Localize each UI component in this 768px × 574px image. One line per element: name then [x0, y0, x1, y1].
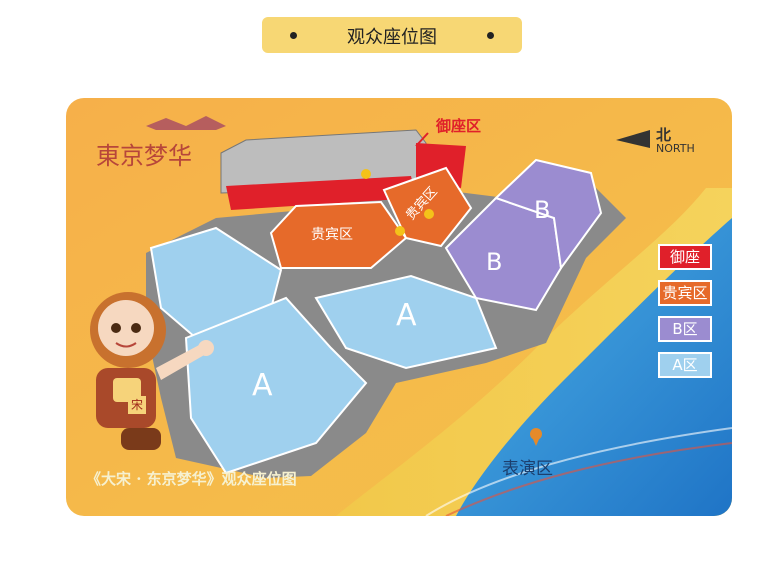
map-caption: 《大宋 · 东京梦华》观众座位图 — [86, 470, 297, 488]
vip-section-left — [269, 200, 408, 269]
stage-pin-icon — [530, 428, 542, 446]
b-lower-label: B — [486, 248, 503, 276]
vip-left-label: 贵宾区 — [311, 227, 353, 243]
bullet-dot-left — [290, 32, 297, 39]
b-section-upper — [494, 158, 603, 271]
royal-box-seats — [226, 176, 416, 210]
royal-callout-line — [415, 132, 429, 147]
seat-pin-icon — [361, 169, 434, 236]
mascot-badge: 宋 — [128, 396, 146, 414]
a-section-left — [184, 296, 368, 475]
mascot-illustration — [90, 292, 214, 450]
map-illustration — [66, 98, 732, 516]
a-left-label: A — [252, 368, 273, 403]
page-title: 观众座位图 — [347, 27, 437, 48]
b-upper-label: B — [534, 196, 551, 224]
legend-royal: 御座 — [658, 244, 712, 270]
light-swoosh-red — [445, 442, 732, 516]
legend-vip: 贵宾区 — [658, 280, 712, 306]
royal-box-label: 御座区 — [436, 117, 482, 135]
legend-b: B区 — [658, 316, 712, 342]
compass-label-cn: 北 — [656, 126, 672, 144]
a-section-right — [314, 274, 498, 370]
stage-label: 表演区 — [502, 459, 553, 479]
a-right-label: A — [396, 298, 417, 333]
light-swoosh — [425, 427, 732, 516]
legend-a: A区 — [658, 352, 712, 378]
north-arrow-icon — [616, 130, 650, 148]
logo-rooftop-icon — [146, 116, 226, 130]
brand-logo-text: 東京梦华 — [96, 142, 192, 170]
header-banner: 观众座位图 — [262, 17, 522, 53]
bullet-dot-right — [487, 32, 494, 39]
compass-label-en: NORTH — [656, 142, 695, 155]
seating-map: 東京梦华 御座区 北 NORTH 贵宾区 贵宾区 B B A A 表演区 宋 《… — [66, 98, 732, 516]
